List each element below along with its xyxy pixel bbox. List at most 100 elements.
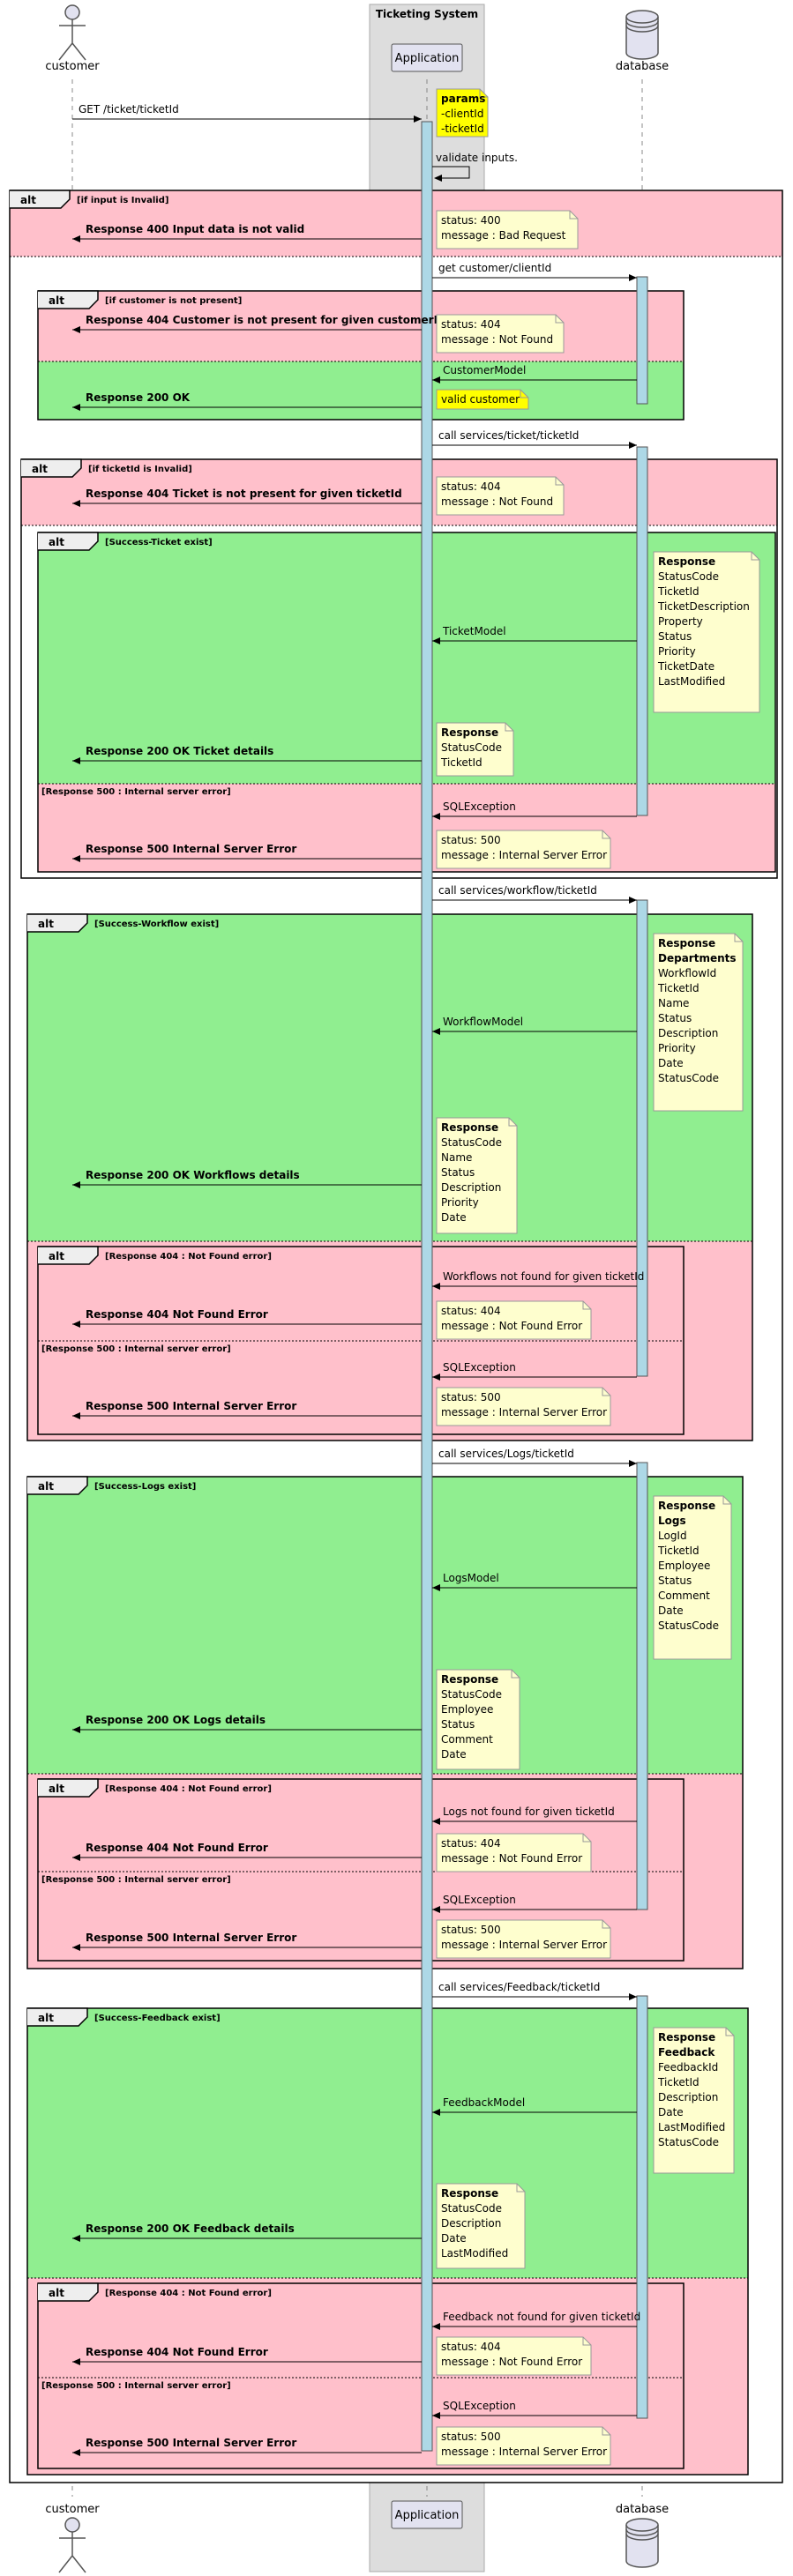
note-line: TicketId bbox=[440, 756, 483, 769]
note-workflow-db: ResponseDepartmentsWorkflowIdTicketIdNam… bbox=[653, 933, 744, 1112]
alt-keyword-box bbox=[27, 913, 88, 933]
customer-actor-icon-top bbox=[58, 4, 86, 61]
note-line: FeedbackId bbox=[658, 2061, 718, 2073]
note-line: StatusCode bbox=[658, 1619, 719, 1632]
application-participant-top: Application bbox=[391, 43, 463, 72]
message-label: Response 200 OK bbox=[86, 391, 191, 404]
alt-condition: [Success-Logs exist] bbox=[94, 1482, 196, 1492]
msg-r200-feedback: Response 200 OK Feedback details bbox=[72, 2222, 422, 2242]
alt-ticket-exist: alt[Success-Ticket exist] bbox=[37, 532, 776, 873]
participant-name: Application bbox=[395, 2509, 460, 2522]
arrow-head bbox=[72, 1181, 80, 1188]
alt-keyword: alt bbox=[49, 1783, 64, 1795]
note-line: LastModified bbox=[658, 2121, 725, 2133]
msg-sqlexception-ticket: SQLException bbox=[432, 800, 637, 820]
arrow-head bbox=[432, 1283, 440, 1290]
arrow-head bbox=[432, 637, 440, 644]
message-label: GET /ticket/ticketId bbox=[79, 103, 179, 115]
database-icon-bottom bbox=[625, 2518, 659, 2568]
alt-frame-border bbox=[26, 1476, 744, 1969]
note-line: Property bbox=[658, 615, 703, 628]
note-line: Employee bbox=[658, 1560, 710, 1572]
note-line: Date bbox=[658, 1604, 684, 1617]
note-body bbox=[436, 1387, 611, 1426]
message-label: Response 404 Ticket is not present for g… bbox=[86, 488, 402, 500]
message-label: SQLException bbox=[443, 800, 516, 813]
alt-condition: [Success-Workflow exist] bbox=[94, 919, 219, 929]
note-fold bbox=[602, 1388, 610, 1396]
db-activation-customer bbox=[636, 276, 648, 405]
note-fold bbox=[516, 2184, 525, 2193]
message-label: Response 404 Not Found Error bbox=[86, 1308, 268, 1321]
message-label: SQLException bbox=[443, 1894, 516, 1906]
alt-frame-border bbox=[37, 1778, 685, 1962]
alt-keyword: alt bbox=[49, 2287, 64, 2299]
actor-body bbox=[58, 19, 86, 61]
alt-condition: [Success-Feedback exist] bbox=[94, 2014, 221, 2023]
note-line: -clientId bbox=[441, 108, 483, 120]
note-line: Response bbox=[441, 1673, 498, 1686]
note-line: status: 404 bbox=[441, 480, 501, 493]
note-body bbox=[436, 476, 565, 516]
note-line: StatusCode bbox=[441, 741, 502, 754]
note-line: Response bbox=[441, 726, 498, 739]
database-label-bottom: database bbox=[616, 2503, 669, 2516]
msg-r400: Response 400 Input data is not valid bbox=[72, 223, 422, 242]
message-label: TicketModel bbox=[442, 625, 506, 637]
note-fold bbox=[582, 1834, 591, 1843]
alt-input-invalid: alt[if input is Invalid] bbox=[9, 190, 783, 2483]
note-body bbox=[653, 551, 760, 713]
arrow-head bbox=[629, 897, 637, 904]
alt-condition: [Response 404 : Not Found error] bbox=[105, 1252, 272, 1262]
else-ticket-500-section bbox=[38, 784, 775, 872]
message-label: Response 500 Internal Server Error bbox=[86, 843, 296, 855]
message-label: SQLException bbox=[443, 1361, 516, 1374]
alt-logs-exist-section bbox=[27, 1477, 743, 1774]
arrow-head bbox=[432, 1906, 440, 1913]
arrow-head bbox=[432, 1584, 440, 1591]
msg-r200-ok: Response 200 OK bbox=[72, 391, 422, 411]
note-line: message : Not Found Error bbox=[441, 1320, 582, 1332]
else-workflow-500-condition: [Response 500 : Internal server error] bbox=[41, 1344, 231, 1354]
actor-head bbox=[64, 4, 80, 20]
db-activation-ticket bbox=[636, 446, 648, 816]
note-line: Date bbox=[658, 1057, 684, 1069]
note-body bbox=[436, 1117, 518, 1234]
note-line: Priority bbox=[658, 645, 696, 658]
arrow-head bbox=[72, 2449, 80, 2456]
application-participant-bottom: Application bbox=[391, 2500, 463, 2529]
msg-r404-logs: Response 404 Not Found Error bbox=[72, 1842, 422, 1861]
arrow-head bbox=[72, 1321, 80, 1328]
note-line: status: 404 bbox=[441, 2341, 501, 2353]
participant-box bbox=[391, 43, 463, 72]
note-body bbox=[436, 210, 579, 249]
db-activation-logs bbox=[636, 1462, 648, 1910]
note-line: -ticketId bbox=[441, 123, 484, 135]
note-line: status: 500 bbox=[441, 834, 501, 846]
arrow-line bbox=[432, 166, 470, 179]
note-line: Response bbox=[441, 1121, 498, 1134]
database-rings bbox=[625, 2528, 659, 2541]
arrow-head bbox=[432, 813, 440, 820]
note-line: Status bbox=[441, 1718, 475, 1731]
note-params: params-clientId-ticketId bbox=[436, 88, 489, 138]
msg-sqlexception-logs: SQLException bbox=[432, 1894, 637, 1913]
arrow-head bbox=[432, 1818, 440, 1825]
msg-r500-ticket: Response 500 Internal Server Error bbox=[72, 843, 422, 862]
note-line: Response bbox=[441, 2187, 498, 2200]
alt-feedback-exist-section bbox=[27, 2008, 748, 2278]
note-line: LastModified bbox=[441, 2247, 508, 2260]
note-line: Date bbox=[441, 1211, 467, 1224]
note-fold bbox=[602, 1920, 610, 1929]
note-line: Status bbox=[441, 1166, 475, 1179]
arrow-head bbox=[72, 1412, 80, 1419]
else-feedback-500-condition: [Response 500 : Internal server error] bbox=[41, 2381, 231, 2391]
arrow-head bbox=[432, 1028, 440, 1035]
note-fold bbox=[520, 390, 528, 398]
alt-keyword-box bbox=[38, 290, 99, 309]
message-label: call services/ticket/ticketId bbox=[438, 429, 579, 442]
